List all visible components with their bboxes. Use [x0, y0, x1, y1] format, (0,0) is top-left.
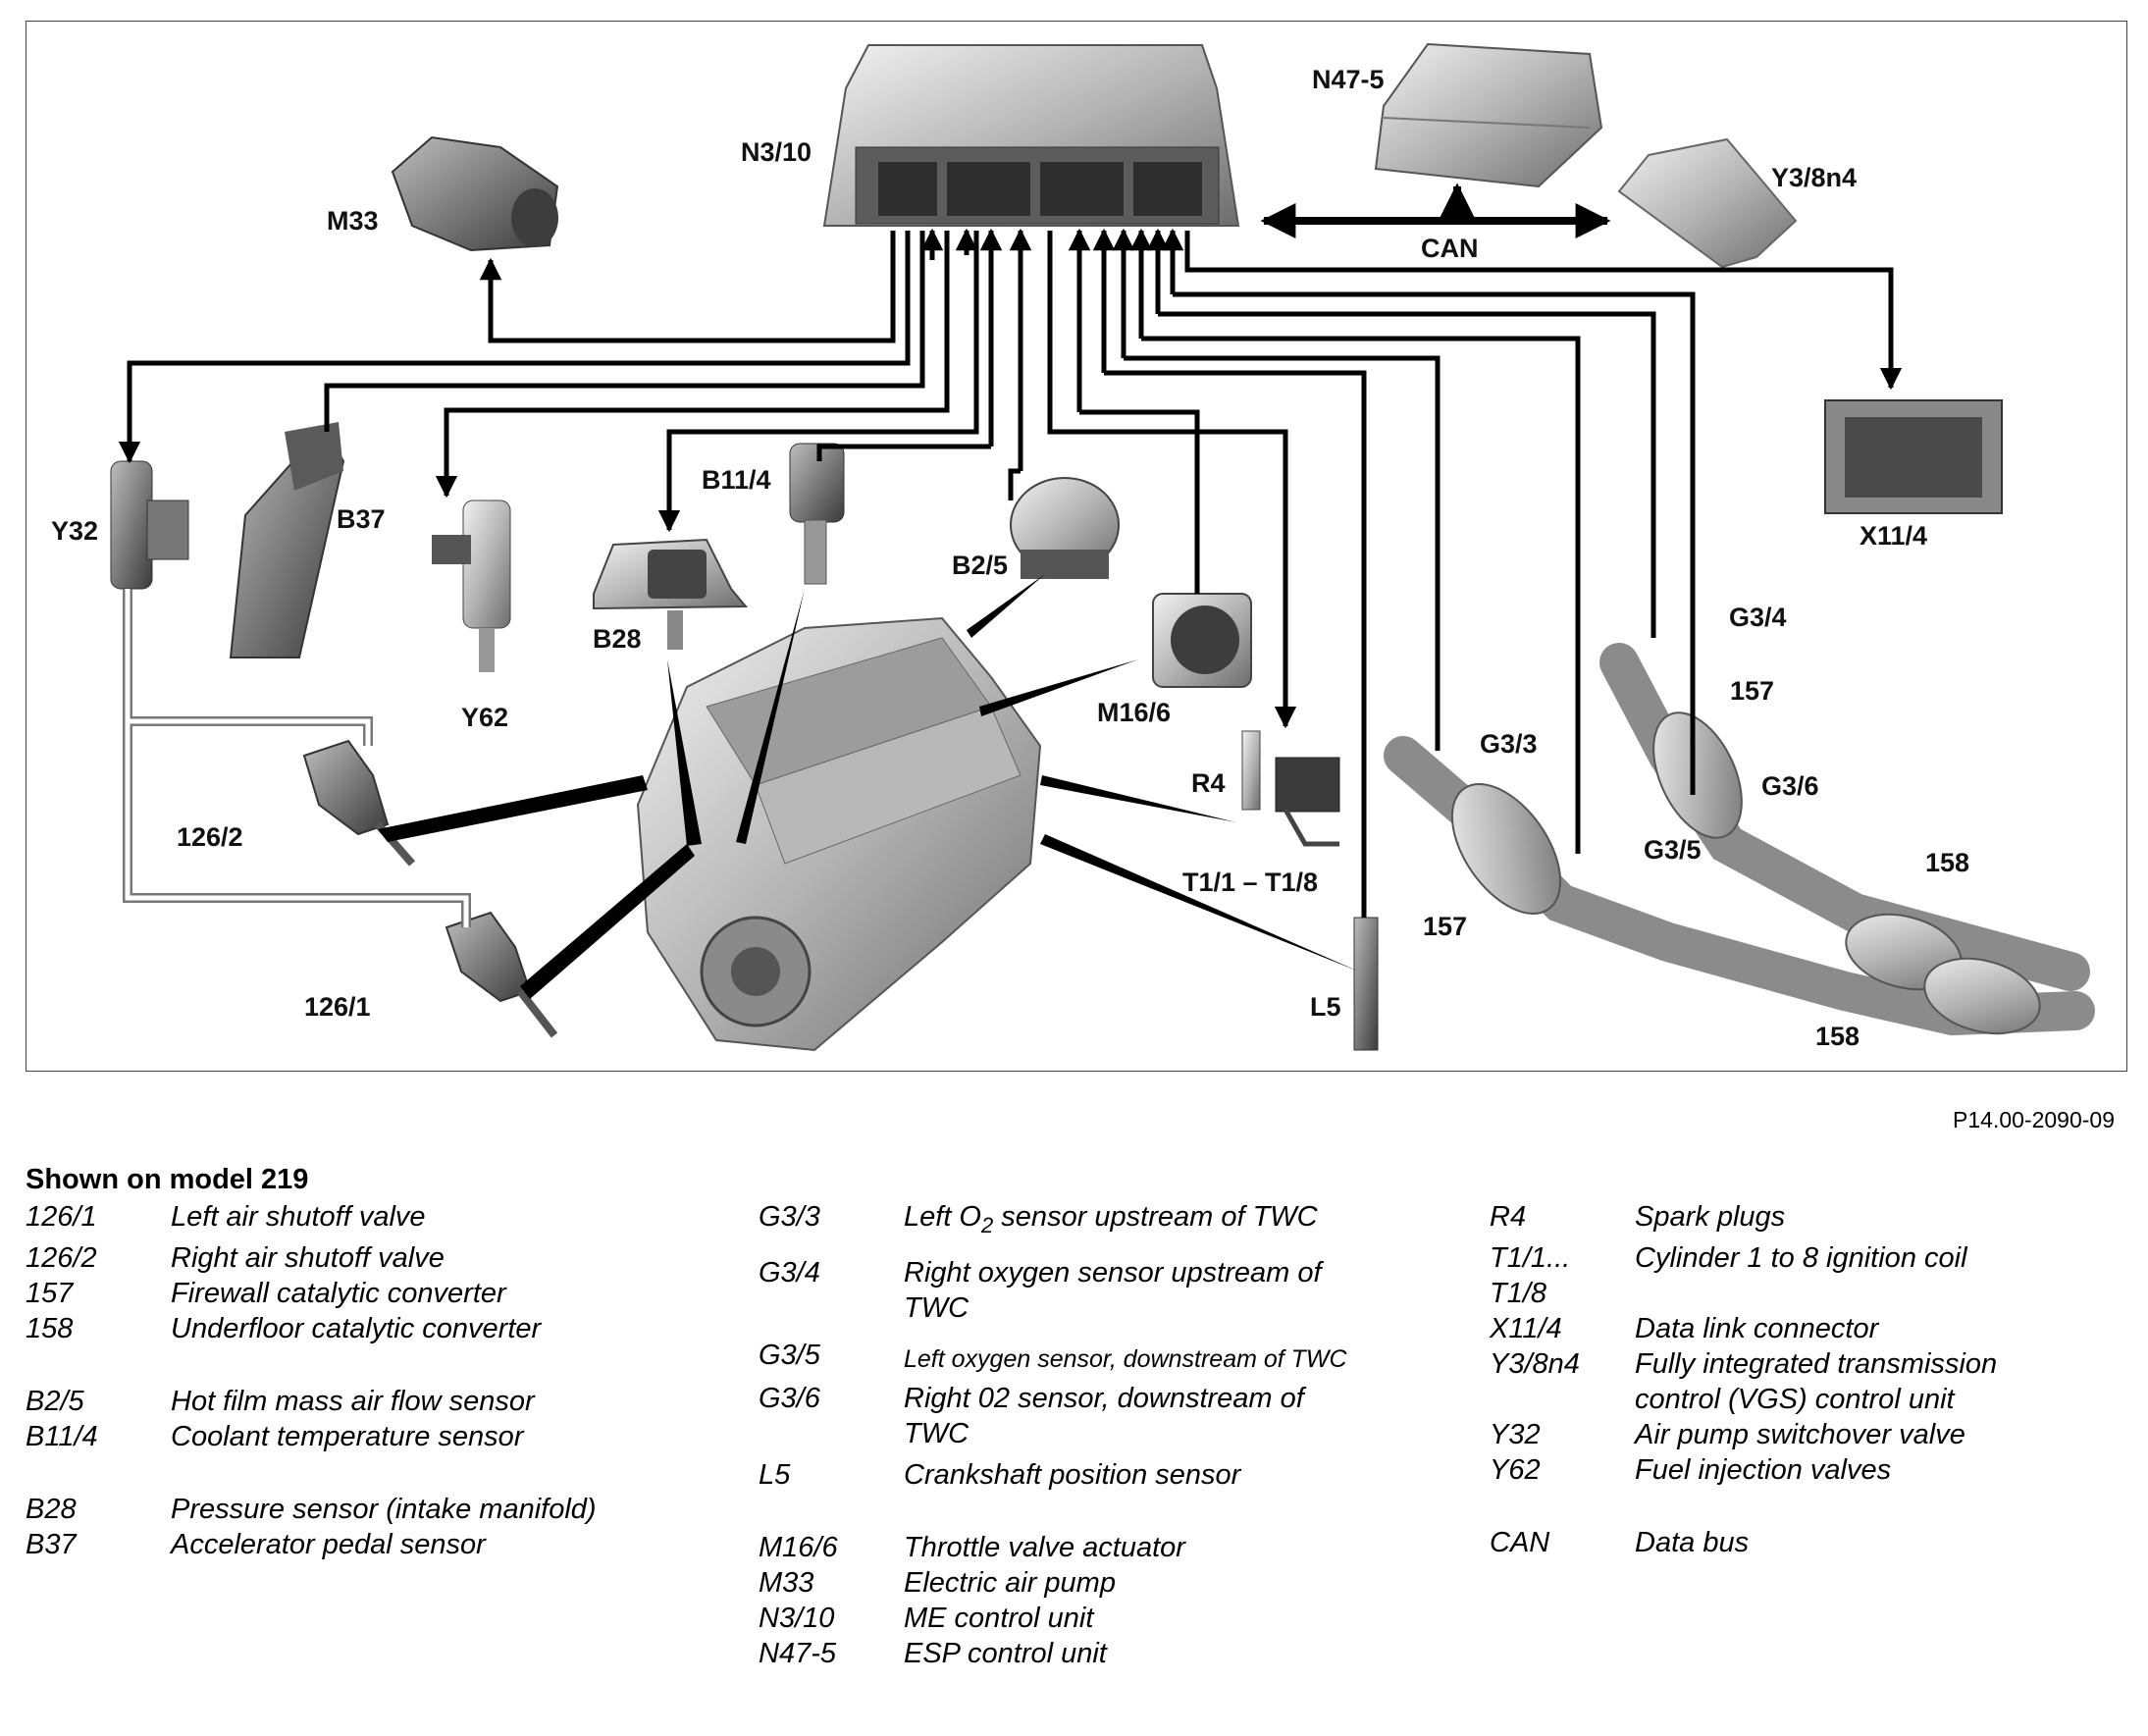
- label-126-2: 126/2: [177, 822, 243, 852]
- pressure-sensor-b28: [593, 538, 749, 650]
- ignition-coil-t1: [1275, 757, 1340, 847]
- me-control-unit-n3-10: [822, 44, 1240, 227]
- label-l5: L5: [1310, 992, 1341, 1022]
- figure-id: P14.00-2090-09: [1953, 1107, 2115, 1132]
- label-y3-8n4: Y3/8n4: [1771, 163, 1857, 192]
- label-b37: B37: [337, 504, 386, 534]
- label-m16-6: M16/6: [1097, 698, 1171, 727]
- electric-air-pump-m33: [391, 135, 559, 252]
- fuel-injection-valve-y62: [432, 500, 511, 672]
- can-bus: [1260, 183, 1611, 238]
- label-g3-4: G3/4: [1729, 603, 1787, 632]
- engine-block: [636, 616, 1042, 1052]
- label-n47-5: N47-5: [1312, 65, 1385, 94]
- right-air-shutoff-valve-126-2: [302, 739, 416, 867]
- air-pump-switchover-valve-y32: [110, 460, 189, 590]
- system-diagram: N3/10 N47-5 Y3/8n4 CAN M33 X11/4 Y32 B37: [51, 42, 2095, 1052]
- label-can: CAN: [1421, 234, 1479, 263]
- label-157-right: 157: [1730, 676, 1774, 706]
- data-link-connector-x11-4: [1824, 399, 2003, 514]
- label-126-1: 126/1: [304, 992, 371, 1022]
- coolant-temperature-sensor-b11-4: [789, 443, 845, 585]
- pointer-wedges: [378, 574, 1359, 999]
- label-x11-4: X11/4: [1860, 521, 1927, 551]
- label-y62: Y62: [461, 703, 508, 732]
- label-g3-6: G3/6: [1761, 771, 1819, 801]
- throttle-valve-actuator-m16-6: [1152, 593, 1252, 688]
- label-n3-10: N3/10: [741, 137, 812, 167]
- label-b11-4: B11/4: [702, 465, 771, 495]
- label-158-lower: 158: [1815, 1022, 1860, 1051]
- hot-film-maf-sensor-b2-5: [1010, 477, 1120, 579]
- exhaust-system: [1384, 643, 2095, 1036]
- label-r4: R4: [1191, 768, 1226, 798]
- label-g3-3: G3/3: [1480, 729, 1538, 759]
- signal-lines: [118, 228, 1903, 918]
- label-m33: M33: [327, 206, 379, 236]
- spark-plug-r4: [1241, 730, 1261, 811]
- legend-heading: Shown on model 219: [26, 1164, 309, 1195]
- label-g3-5: G3/5: [1644, 835, 1702, 865]
- esp-control-unit-n47-5: [1374, 42, 1603, 188]
- transmission-control-unit-y3-8n4: [1617, 137, 1798, 269]
- air-hoses: [123, 589, 471, 927]
- label-158-upper: 158: [1925, 848, 1969, 877]
- label-t1: T1/1 – T1/8: [1182, 868, 1318, 897]
- label-y32: Y32: [51, 516, 98, 546]
- legend-row: T1/1...Cylinder 1 to 8 ignition coil: [1490, 1242, 1967, 1274]
- legend-row: T1/8: [1490, 1278, 1547, 1309]
- crankshaft-position-sensor-l5: [1353, 917, 1379, 1051]
- label-b28: B28: [593, 624, 642, 654]
- label-b2-5: B2/5: [952, 551, 1008, 580]
- diagram-frame: [26, 21, 2127, 1072]
- accelerator-pedal-sensor-b37: [229, 422, 345, 658]
- label-157-left: 157: [1423, 912, 1467, 941]
